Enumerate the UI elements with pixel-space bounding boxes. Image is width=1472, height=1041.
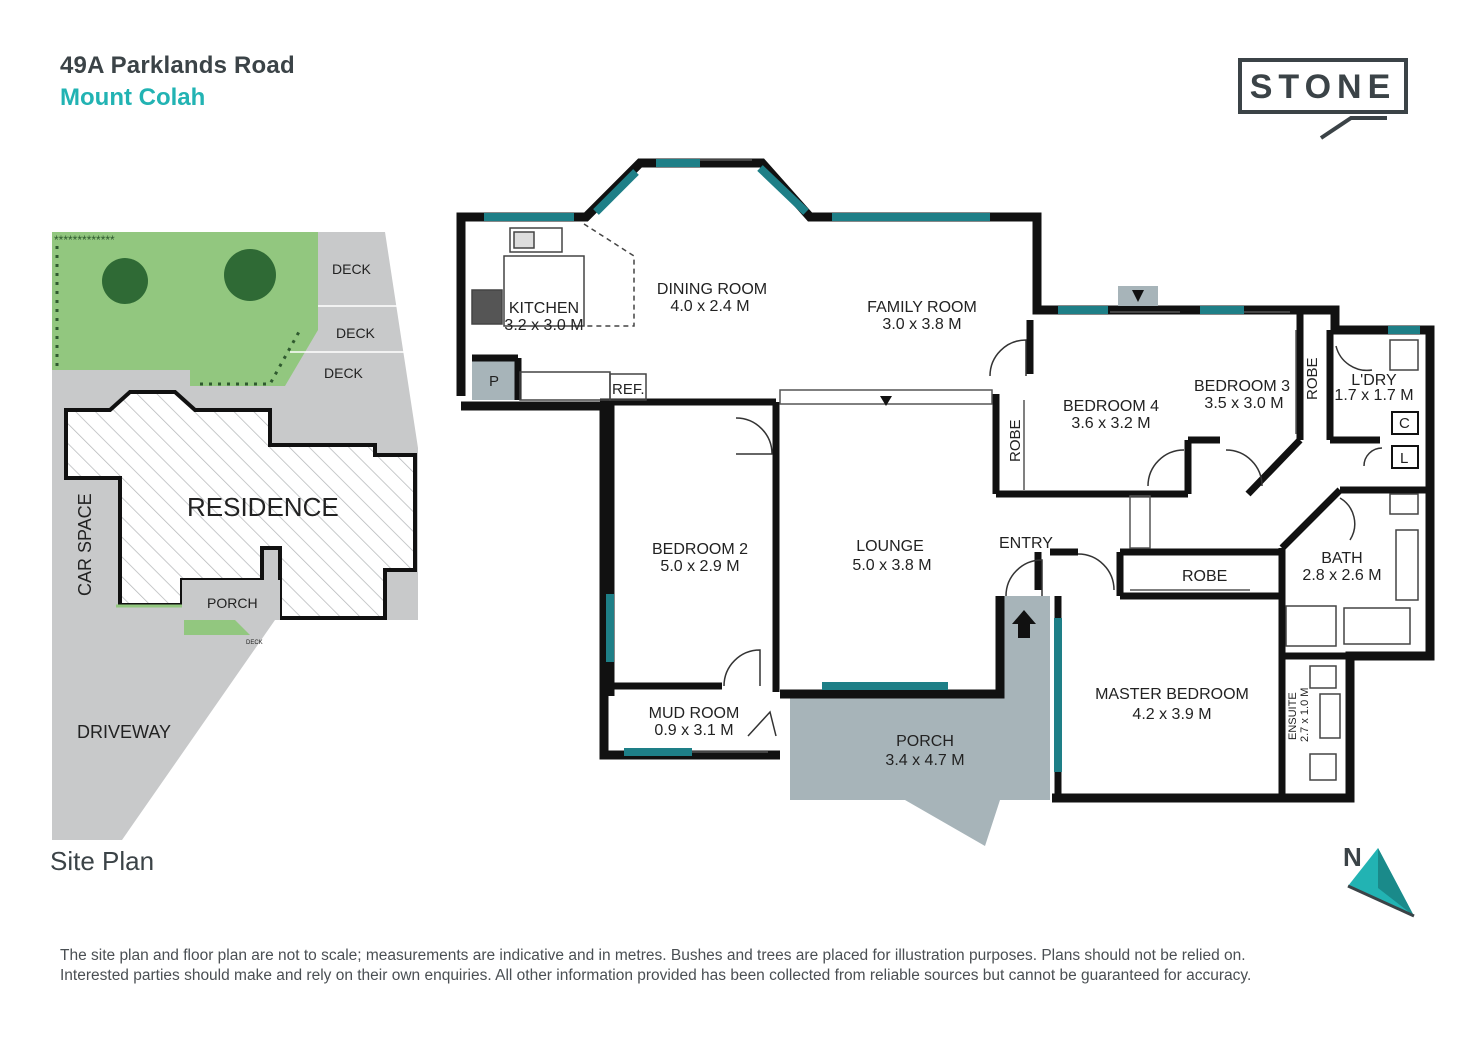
bed4-name: BEDROOM 4 (1063, 398, 1159, 415)
dining-room: DINING ROOM 4.0 x 2.4 M (657, 281, 767, 315)
cupboard-l (1391, 445, 1419, 469)
north-arrow-icon (1347, 848, 1415, 918)
north-label: N (1343, 842, 1362, 872)
ensuite-dim: 2.7 x 1.0 M (1299, 688, 1311, 742)
family-room: FAMILY ROOM 3.0 x 3.8 M (867, 299, 977, 333)
porch-dim: 3.4 x 4.7 M (885, 752, 964, 769)
cupboard-l-label: L (1400, 450, 1408, 467)
step-arrow-icon (880, 396, 892, 406)
ensuite-name: ENSUITE (1287, 692, 1299, 740)
bed4-dim: 3.6 x 3.2 M (1071, 415, 1150, 432)
master-bedroom: MASTER BEDROOM 4.2 x 3.9 M (1095, 686, 1249, 723)
porch-lawn (184, 620, 250, 635)
dining-dim: 4.0 x 2.4 M (670, 298, 749, 315)
lounge-room: LOUNGE 5.0 x 3.8 M (852, 538, 931, 574)
fireplace-arrow-icon (1132, 290, 1144, 302)
kitchen-room: KITCHEN 3.2 x 3.0 M (504, 300, 583, 334)
laundry-dim: 1.7 x 1.7 M (1334, 387, 1413, 404)
pantry-floor (472, 360, 518, 400)
mudroom-dim: 0.9 x 3.1 M (654, 722, 733, 739)
bed3-name: BEDROOM 3 (1194, 378, 1290, 395)
cupboard-c (1391, 411, 1419, 435)
site-small-deck-label: DECK (246, 640, 263, 646)
porch-room: PORCH 3.4 x 4.7 M (885, 733, 964, 769)
porch-floor (790, 596, 1050, 846)
floor-plan: KITCHEN 3.2 x 3.0 M DINING ROOM 4.0 x 2.… (456, 158, 1435, 846)
sliding-doors (692, 159, 1297, 753)
robe-master-label: ROBE (1182, 568, 1227, 585)
robe-bed3-label: ROBE (1304, 357, 1321, 400)
site-deck-label-1: DECK (332, 261, 372, 277)
ensuite-room: ENSUITE 2.7 x 1.0 M (1287, 688, 1311, 742)
property-address: 49A Parklands Road (60, 52, 295, 79)
laundry-room: L'DRY 1.7 x 1.7 M (1334, 372, 1413, 404)
hedge-row: ************* (54, 233, 115, 247)
site-porch-area (182, 580, 280, 620)
cupboard-c-label: C (1399, 415, 1410, 432)
site-porch-label: PORCH (207, 595, 258, 611)
bed2-name: BEDROOM 2 (652, 541, 748, 558)
door-swings (723, 339, 1383, 737)
lounge-name: LOUNGE (856, 538, 924, 555)
fridge-label: REF. (612, 381, 645, 398)
bath-room: BATH 2.8 x 2.6 M (1302, 550, 1381, 584)
driveway-label: DRIVEWAY (77, 722, 171, 742)
porch-name: PORCH (896, 733, 954, 750)
kitchen-fixtures (471, 223, 647, 401)
bedroom-3: BEDROOM 3 3.5 x 3.0 M (1194, 378, 1290, 412)
bathroom-fixtures (1285, 339, 1419, 781)
entry-label: ENTRY (999, 535, 1053, 552)
bath-name: BATH (1321, 550, 1362, 567)
dining-name: DINING ROOM (657, 281, 767, 298)
tree-icon (224, 249, 276, 301)
kitchen-name: KITCHEN (509, 300, 579, 317)
master-name: MASTER BEDROOM (1095, 686, 1249, 703)
bath-dim: 2.8 x 2.6 M (1302, 567, 1381, 584)
mud-room: MUD ROOM 0.9 x 3.1 M (649, 705, 740, 739)
master-dim: 4.2 x 3.9 M (1132, 706, 1211, 723)
lounge-dim: 5.0 x 3.8 M (852, 557, 931, 574)
logo-text: STONE (1249, 68, 1397, 106)
entry-arrow-icon (1012, 610, 1036, 638)
windows (484, 159, 1420, 772)
family-dim: 3.0 x 3.8 M (882, 316, 961, 333)
site-plan: ************* DECK DECK DECK RESIDENCE P… (52, 232, 418, 840)
laundry-name: L'DRY (1351, 372, 1397, 389)
robe-bed4-label: ROBE (1007, 419, 1024, 462)
mudroom-name: MUD ROOM (649, 705, 740, 722)
tree-icon (102, 258, 148, 304)
lawn-east (190, 232, 318, 386)
hedge-column (55, 246, 302, 386)
logo-tail-icon (1319, 116, 1387, 140)
deck-lines (290, 305, 405, 353)
svg-text:*************: ************* (54, 233, 115, 247)
bed3-dim: 3.5 x 3.0 M (1204, 395, 1283, 412)
site-deck-label-2: DECK (336, 325, 376, 341)
site-plan-title: Site Plan (50, 846, 155, 876)
pantry-label: P (489, 373, 499, 390)
residence-label: RESIDENCE (187, 492, 339, 522)
stone-logo: STONE (1238, 58, 1408, 140)
disclaimer-line-2: Interested parties should make and rely … (60, 967, 1252, 984)
disclaimer: The site plan and floor plan are not to … (60, 946, 1420, 986)
site-deck-label-3: DECK (324, 365, 364, 381)
bedroom-2: BEDROOM 2 5.0 x 2.9 M (652, 541, 748, 575)
family-name: FAMILY ROOM (867, 299, 977, 316)
bedroom-4: BEDROOM 4 3.6 x 3.2 M (1063, 398, 1159, 432)
kitchen-dim: 3.2 x 3.0 M (504, 317, 583, 334)
property-suburb: Mount Colah (60, 84, 206, 111)
bed2-dim: 5.0 x 2.9 M (660, 558, 739, 575)
car-space-label: CAR SPACE (75, 493, 95, 596)
disclaimer-line-1: The site plan and floor plan are not to … (60, 947, 1246, 964)
